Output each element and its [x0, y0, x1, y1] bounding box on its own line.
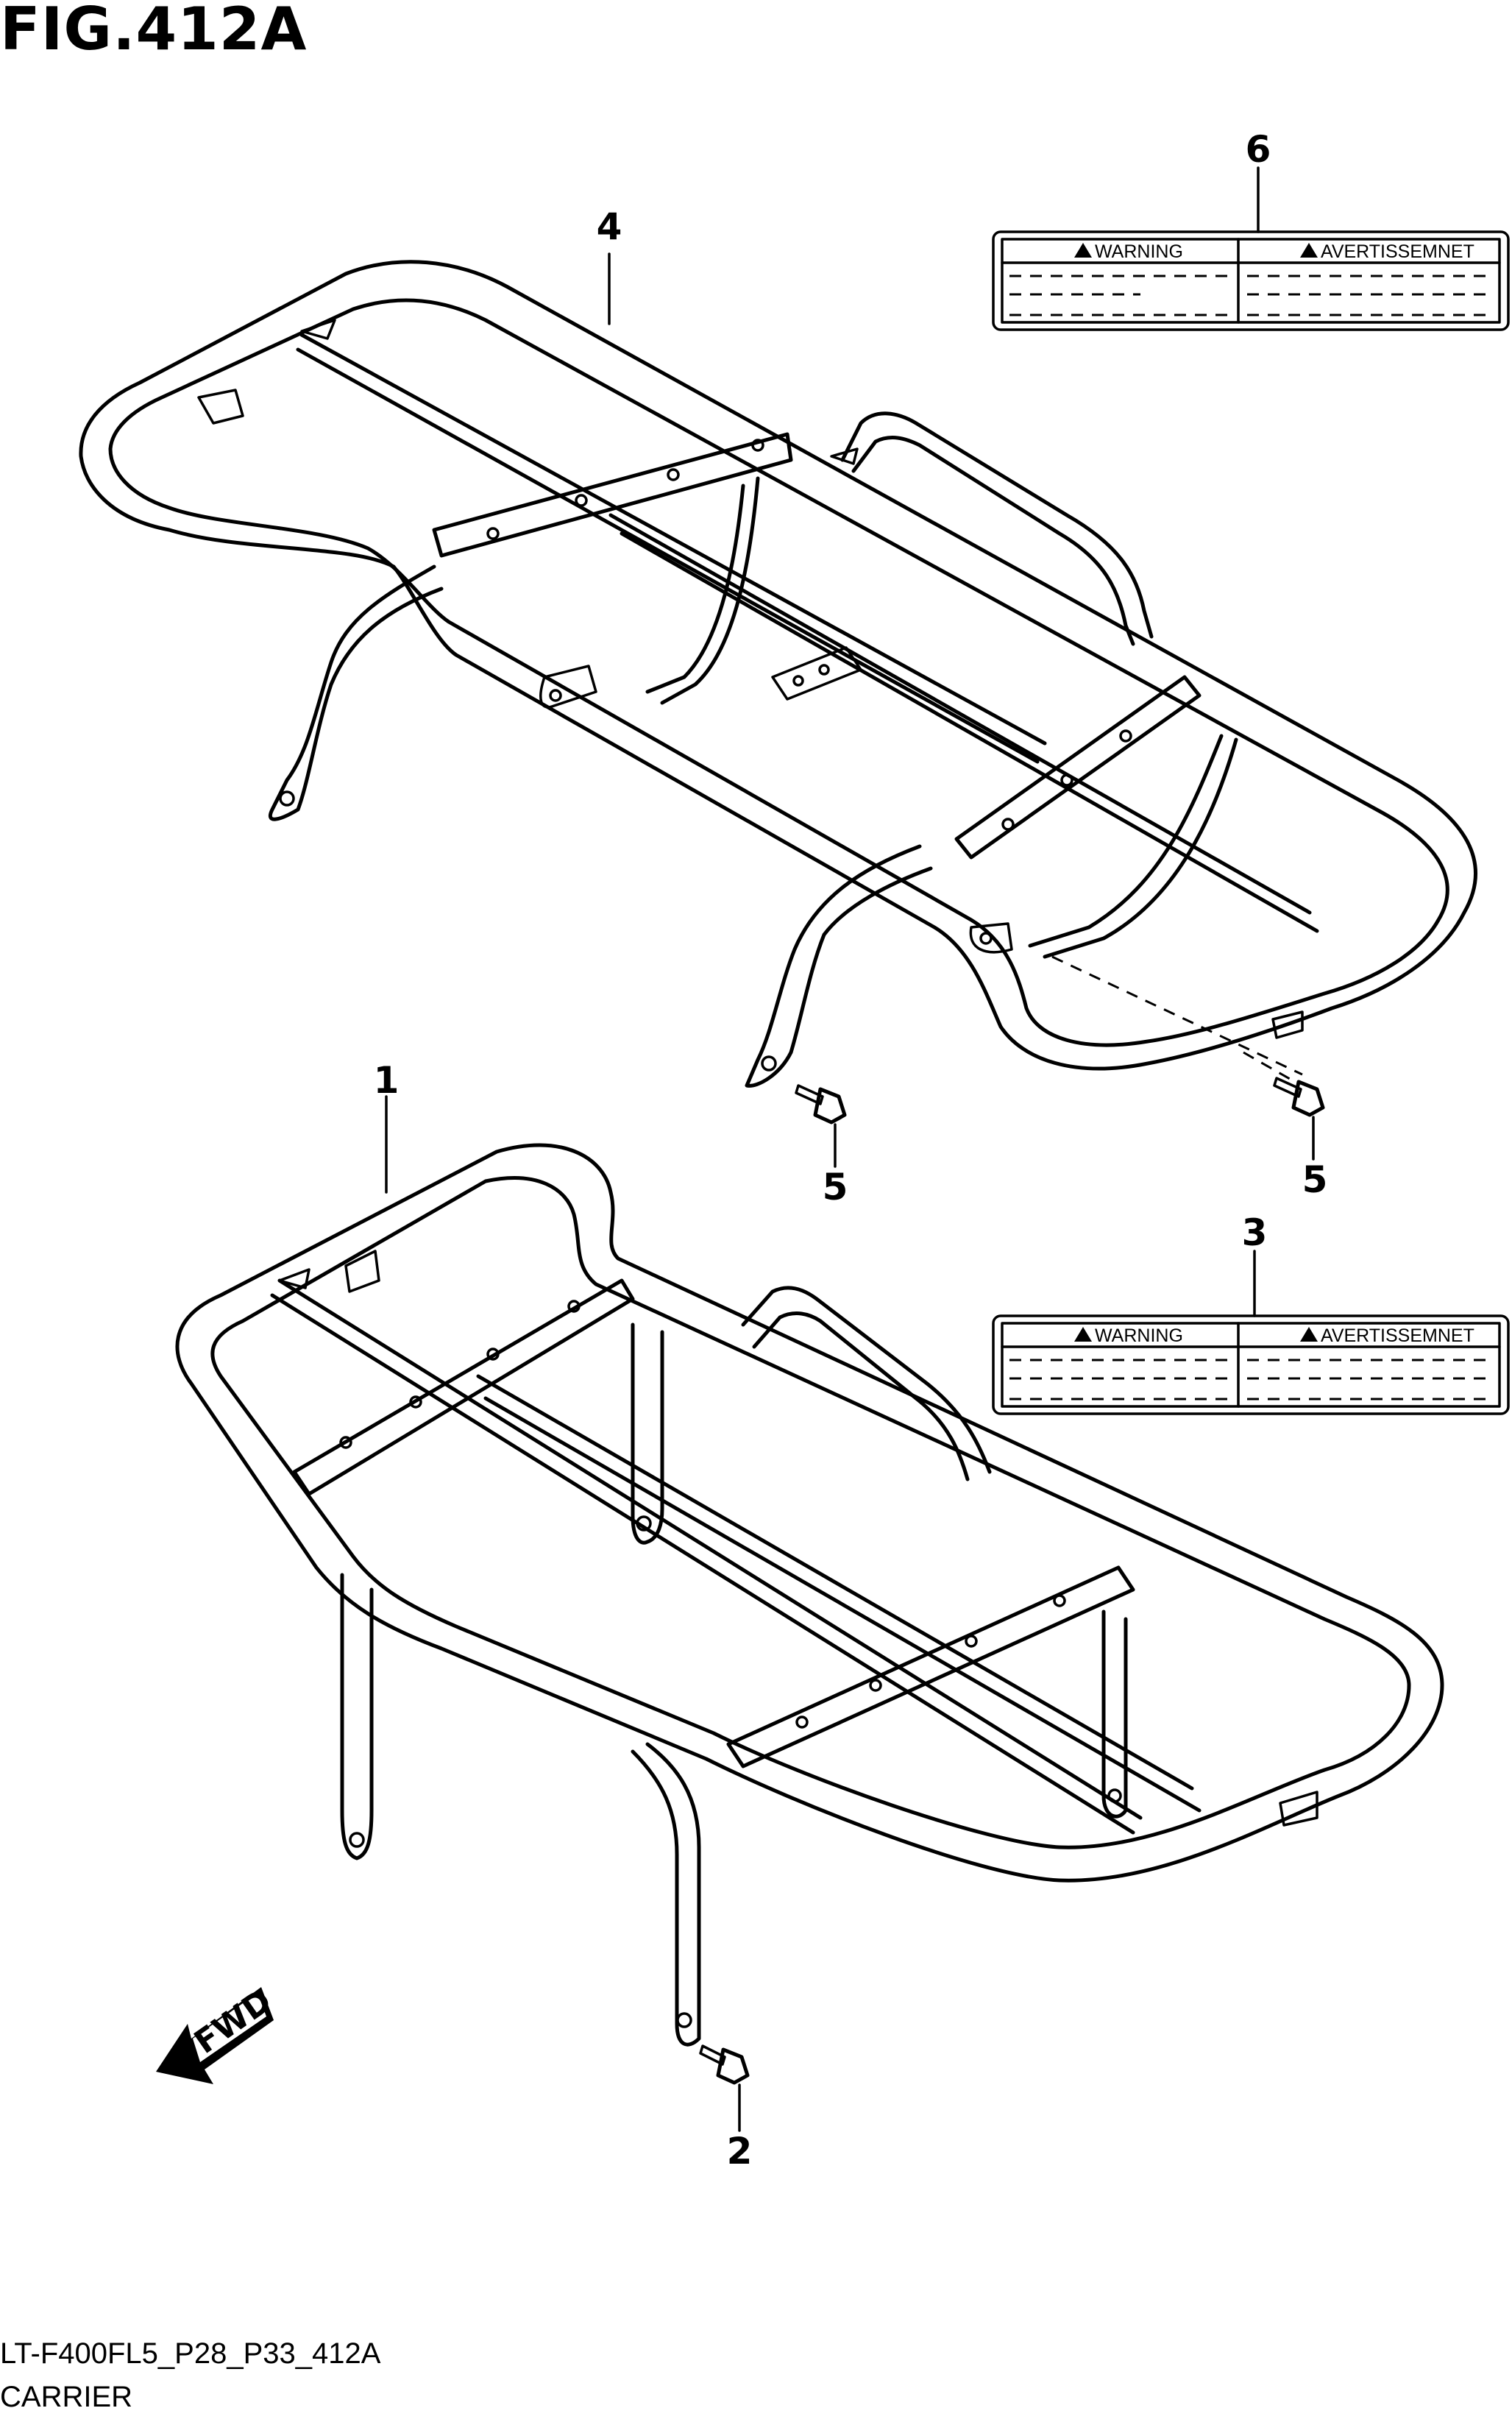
- callout-5b[interactable]: 5: [1302, 1158, 1328, 1201]
- fwd-label: FWD: [188, 1982, 279, 2061]
- fwd-arrow-icon: FWD: [156, 1982, 279, 2084]
- callout-3[interactable]: 3: [1242, 1211, 1268, 1254]
- warning-triangle-icon: [1074, 1327, 1092, 1342]
- model-code: LT-F400FL5_P28_P33_412A: [0, 2337, 381, 2370]
- figure-caption: CARRIER: [0, 2381, 133, 2413]
- bolt-part-2[interactable]: [699, 2044, 750, 2085]
- avertissement-text: AVERTISSEMNET: [1321, 1325, 1474, 1346]
- rear-carrier-part-4[interactable]: [79, 260, 1477, 1088]
- warning-triangle-icon: [1300, 1327, 1318, 1342]
- callout-2[interactable]: 2: [727, 2130, 753, 2173]
- front-carrier-part-1[interactable]: [175, 1143, 1444, 2047]
- leader-lines: [385, 166, 1315, 2132]
- warning-label-3[interactable]: WARNING AVERTISSEMNET: [992, 1314, 1510, 1415]
- warning-triangle-icon: [1300, 243, 1318, 258]
- warning-text: WARNING: [1095, 1325, 1183, 1346]
- bolt-part-5b[interactable]: [1273, 1077, 1325, 1117]
- figure-title: FIG.412A: [0, 0, 308, 63]
- callout-6[interactable]: 6: [1246, 128, 1271, 171]
- callout-5a[interactable]: 5: [823, 1166, 848, 1208]
- warning-triangle-icon: [1074, 243, 1092, 258]
- avertissement-text: AVERTISSEMNET: [1321, 241, 1474, 262]
- bolt-part-5a[interactable]: [795, 1084, 847, 1125]
- callout-1[interactable]: 1: [374, 1059, 400, 1102]
- warning-text: WARNING: [1095, 241, 1183, 262]
- callout-4[interactable]: 4: [597, 205, 622, 248]
- warning-label-6[interactable]: WARNING AVERTISSEMNET: [992, 230, 1510, 331]
